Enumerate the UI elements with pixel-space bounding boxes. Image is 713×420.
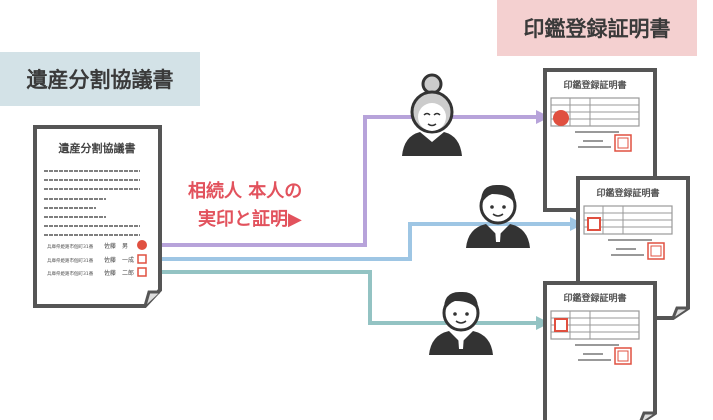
- caption-line-2: 実印と証明▶: [198, 209, 302, 230]
- signer-address-2: 兵庫県姫路市個町31番: [47, 257, 94, 264]
- seal-2: [137, 254, 147, 264]
- agreement-doc-title: 遺産分割協議書: [58, 141, 136, 155]
- certificate-3: 印鑑登録証明書: [543, 281, 657, 420]
- seal-1: [137, 240, 147, 250]
- signer-address-3: 兵庫県姫路市個町31番: [47, 270, 94, 277]
- signer-name-2: 佐藤 一成: [104, 256, 134, 264]
- certificate-3-title: 印鑑登録証明書: [563, 292, 626, 304]
- certificate-2: 印鑑登録証明書: [576, 176, 690, 320]
- caption-line-1: 相続人 本人の: [188, 181, 303, 202]
- man-icon-1: [464, 183, 532, 250]
- connector-line-3: [150, 270, 538, 325]
- certificate-1-title: 印鑑登録証明書: [563, 79, 626, 91]
- certificate-2-title: 印鑑登録証明書: [596, 187, 659, 199]
- seal-3: [137, 267, 147, 277]
- connector-line-2: [150, 222, 572, 261]
- certificate-1: 印鑑登録証明書: [543, 68, 657, 212]
- signer-address-1: 兵庫県姫路市個町31番: [47, 243, 94, 250]
- elderly-woman-icon: [402, 73, 462, 156]
- agreement-document: 遺産分割協議書 兵庫県姫路市個町31番 佐藤 男 兵庫県姫路市個町31番 佐藤 …: [33, 125, 162, 308]
- certificate-heading: 印鑑登録証明書: [497, 0, 697, 56]
- signer-name-3: 佐藤 二郎: [104, 269, 134, 277]
- agreement-heading: 遺産分割協議書: [0, 52, 200, 106]
- signer-name-1: 佐藤 男: [104, 242, 128, 250]
